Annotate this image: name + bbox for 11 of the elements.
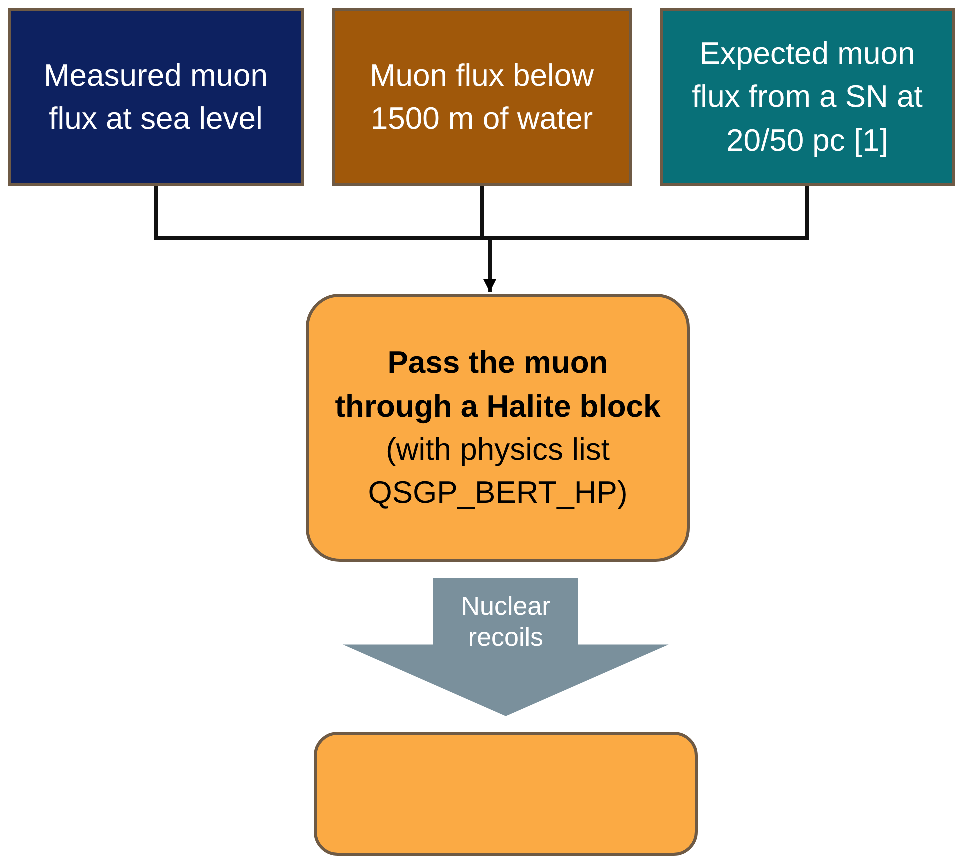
edge-label: Nuclear recoils <box>460 591 552 654</box>
box-text: Measured muon flux at sea level <box>42 56 269 138</box>
connector-arrow <box>484 186 810 292</box>
process-box <box>306 294 690 562</box>
input-box <box>332 8 632 186</box>
input-box <box>660 8 955 186</box>
input-box <box>8 8 304 186</box>
process-box <box>314 732 698 856</box>
box-text: Expected muon flux from a SN at 20/50 pc [1] <box>691 34 924 160</box>
box-text: Muon flux below 1500 m of water <box>368 56 595 138</box>
box-text: Pass the muon through a Halite block (with physics list QSGP_BERT_HP) <box>334 344 662 512</box>
